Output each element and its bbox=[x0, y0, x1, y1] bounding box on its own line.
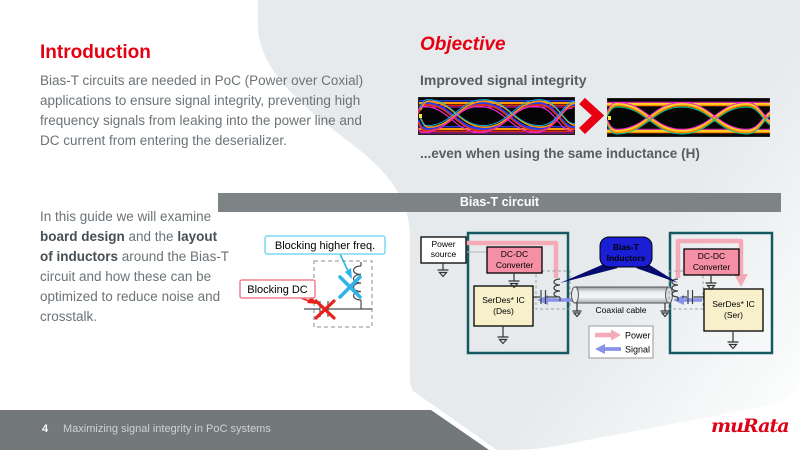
serdes-ser-box bbox=[703, 288, 764, 332]
legend-signal-arrow bbox=[595, 344, 605, 354]
poc-block-diagram: Coaxial cable Bias-T Inductors Power sou… bbox=[420, 231, 774, 359]
graticule-tick bbox=[608, 116, 611, 120]
legend-signal-label: Signal bbox=[625, 345, 650, 355]
bias-t-coil-right bbox=[671, 278, 679, 301]
ac-coupling-cap-right bbox=[682, 290, 704, 304]
improvement-chevron-icon bbox=[579, 98, 604, 134]
svg-text:Converter: Converter bbox=[693, 262, 730, 272]
blocking-mini-diagram: Blocking higher freq. Blocking DC bbox=[239, 235, 386, 328]
bias-t-circuit-diagram: Blocking higher freq. Blocking DC bbox=[239, 231, 774, 359]
blocking-dc-label: Blocking DC bbox=[247, 284, 308, 296]
eye-diagram-after bbox=[607, 98, 770, 137]
svg-text:DC-DC: DC-DC bbox=[501, 249, 528, 259]
svg-text:(Ser): (Ser) bbox=[724, 310, 743, 320]
freq-pointer-arrow bbox=[339, 253, 350, 274]
blocking-freq-label: Blocking higher freq. bbox=[275, 240, 375, 252]
bias-t-coil-left bbox=[553, 278, 561, 301]
callout-tail-right bbox=[636, 264, 678, 283]
legend: Power Signal bbox=[588, 325, 654, 359]
eye-diagram-before bbox=[418, 97, 575, 135]
legend-power-arrow bbox=[611, 329, 621, 341]
svg-text:Converter: Converter bbox=[496, 260, 533, 270]
ground-symbols bbox=[437, 263, 739, 350]
power-arrowhead bbox=[734, 274, 748, 287]
power-path bbox=[466, 238, 744, 278]
bias-t-callout-box bbox=[599, 236, 653, 268]
coax-label: Coaxial cable bbox=[595, 305, 646, 315]
blocking-dc-label-box bbox=[239, 279, 316, 299]
footer-title: Maximizing signal integrity in PoC syste… bbox=[63, 423, 271, 435]
graticule-tick bbox=[419, 114, 422, 118]
guide-paragraph: In this guide we will examine board desi… bbox=[40, 209, 229, 324]
des-board-outline bbox=[466, 231, 570, 355]
svg-text:source: source bbox=[431, 249, 457, 259]
intro-paragraph: Bias-T circuits are needed in PoC (Power… bbox=[40, 73, 364, 148]
callout-tail-left bbox=[560, 264, 618, 283]
intro-heading: Introduction bbox=[40, 42, 151, 63]
bias-t-banner: Bias-T circuit bbox=[218, 193, 781, 212]
footer-bar: 4 Maximizing signal integrity in PoC sys… bbox=[0, 410, 489, 450]
page-number: 4 bbox=[42, 423, 49, 435]
dcdc-converter-ser-box bbox=[683, 248, 740, 276]
svg-text:(Des): (Des) bbox=[493, 306, 514, 316]
serdes-des-box bbox=[473, 285, 534, 327]
objective-caption: ...even when using the same inductance (… bbox=[420, 146, 700, 161]
objective-subtitle: Improved signal integrity bbox=[420, 72, 587, 88]
murata-logo: muRata bbox=[711, 415, 790, 437]
objective-heading: Objective bbox=[420, 34, 506, 55]
ac-coupling-cap-left bbox=[533, 290, 557, 304]
svg-text:SerDes* IC: SerDes* IC bbox=[712, 299, 755, 309]
svg-text:SerDes* IC: SerDes* IC bbox=[482, 295, 525, 305]
bias-t-callout-line1: Bias-T bbox=[613, 242, 640, 252]
blocking-freq-label-box bbox=[264, 235, 386, 255]
legend-power-label: Power bbox=[625, 331, 651, 341]
coaxial-cable bbox=[571, 286, 673, 304]
bias-t-callout-line2: Inductors bbox=[607, 253, 646, 263]
blocking-dc-x-mark bbox=[314, 299, 336, 320]
power-source-box bbox=[420, 236, 467, 264]
dcdc-converter-des-box bbox=[486, 246, 543, 274]
blocking-freq-x-mark bbox=[338, 275, 362, 299]
svg-text:DC-DC: DC-DC bbox=[698, 251, 725, 261]
svg-text:Power: Power bbox=[431, 239, 455, 249]
